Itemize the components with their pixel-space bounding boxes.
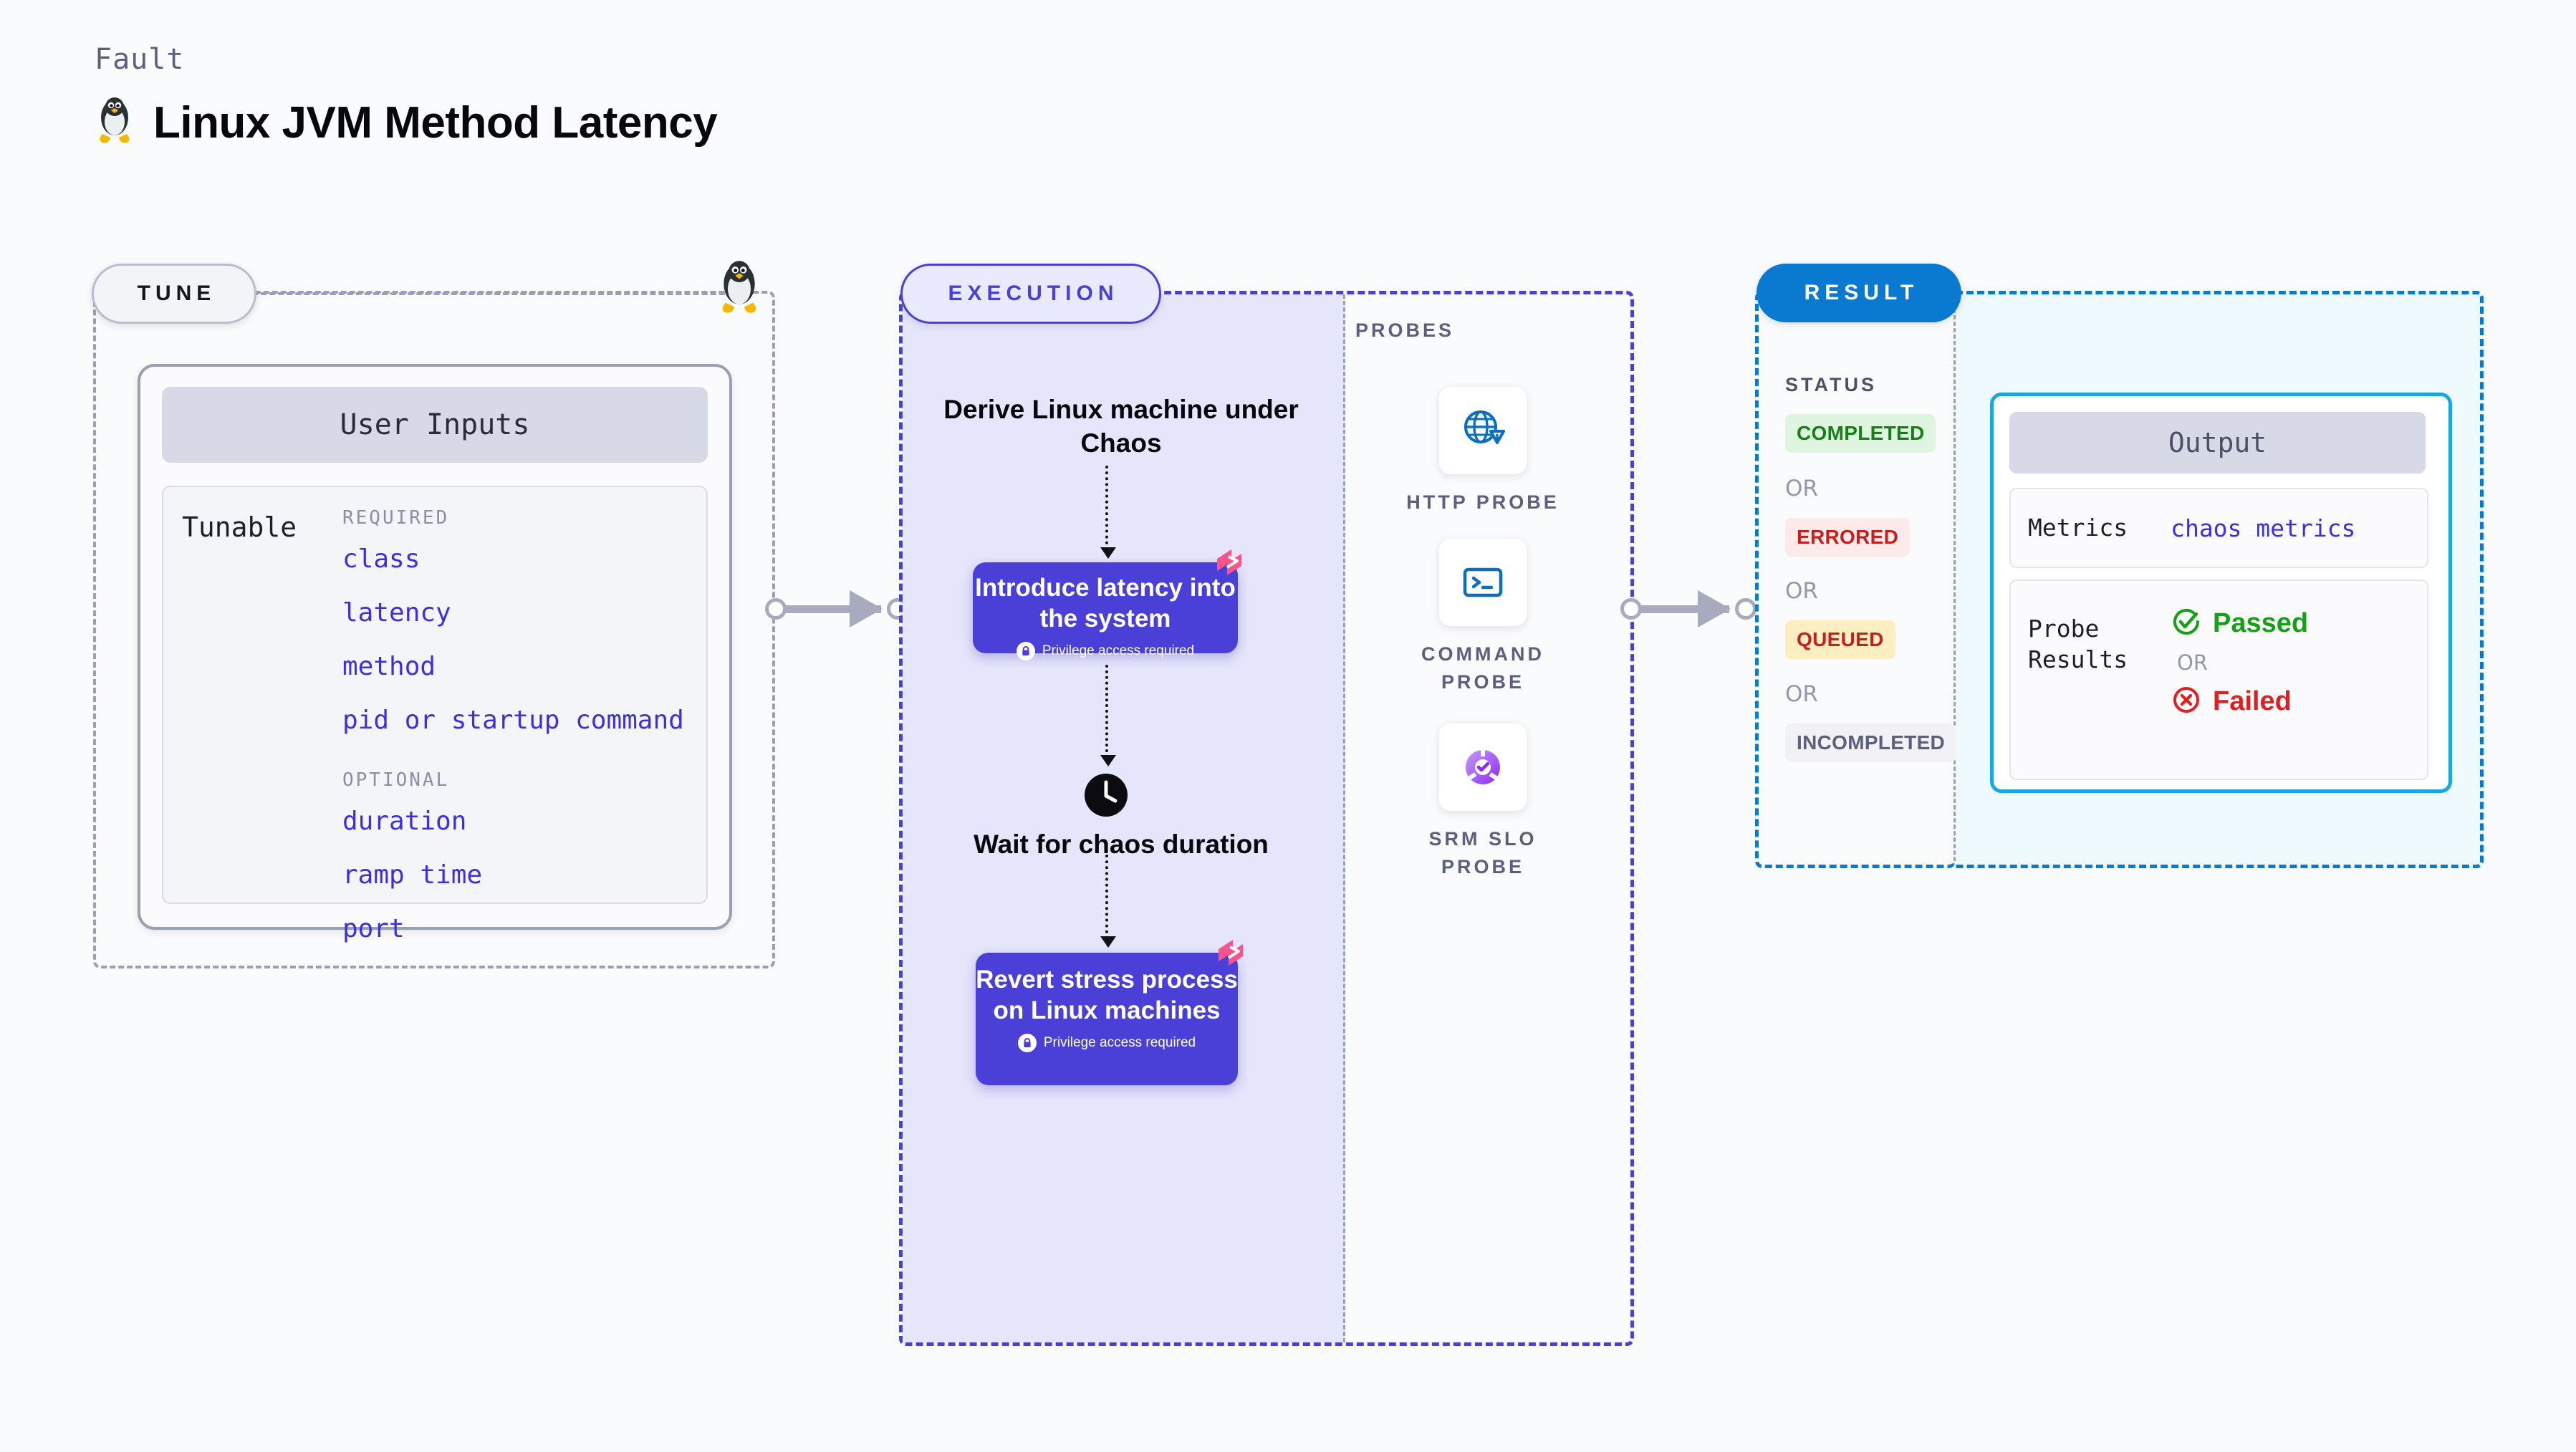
arrowhead-icon xyxy=(1100,936,1116,948)
terminal-icon xyxy=(1439,539,1527,626)
status-or-1: OR xyxy=(1785,476,1818,501)
flow-arrow-1-icon xyxy=(1100,466,1116,559)
output-card: Output Metrics chaos metrics Probe Resul… xyxy=(1990,393,2452,793)
page-header: Fault Linux JVM Method Latency xyxy=(95,43,718,150)
flow-arrow-2-icon xyxy=(1100,665,1116,766)
arrowhead-icon xyxy=(1100,547,1116,559)
tune-tux-connector-line xyxy=(252,292,734,295)
page-title: Linux JVM Method Latency xyxy=(153,98,718,148)
slo-donut-check-icon xyxy=(1439,723,1527,811)
tunable-item-ramp-time[interactable]: ramp time xyxy=(342,860,483,890)
globe-warning-icon xyxy=(1439,387,1527,474)
wait-step-text: Wait for chaos duration xyxy=(974,830,1269,859)
tunable-item-latency[interactable]: latency xyxy=(342,598,451,628)
connector-line xyxy=(775,605,881,613)
tunable-item-port[interactable]: port xyxy=(342,914,405,943)
probe-caption: COMMAND PROBE xyxy=(1421,643,1544,693)
probe-item-command[interactable]: COMMAND PROBE xyxy=(1390,539,1576,696)
lock-icon xyxy=(1016,641,1035,660)
metrics-row: Metrics chaos metrics xyxy=(2009,488,2428,568)
probe-result-passed: Passed xyxy=(2171,607,2308,640)
output-title: Output xyxy=(2009,412,2426,473)
metrics-key: Metrics xyxy=(2028,513,2128,542)
lock-icon xyxy=(1017,1033,1037,1052)
tunable-list: REQUIRED class latency method pid or sta… xyxy=(342,507,684,968)
probe-caption: SRM SLO PROBE xyxy=(1428,828,1537,878)
status-label: STATUS xyxy=(1785,374,1877,395)
title-row: Linux JVM Method Latency xyxy=(95,96,718,150)
tunable-item-pid-or-startup-command[interactable]: pid or startup command xyxy=(342,706,684,735)
user-inputs-card: User Inputs Tunable REQUIRED class laten… xyxy=(138,364,732,943)
fault-kicker: Fault xyxy=(95,43,185,76)
connector-tune-to-execution xyxy=(765,587,908,630)
status-badge-errored: ERRORED xyxy=(1785,518,1911,557)
linux-tux-icon xyxy=(95,96,135,150)
execution-card-revert-stress[interactable]: Revert stress process on Linux machines … xyxy=(976,953,1238,1085)
probes-label: PROBES xyxy=(1355,319,1455,341)
card-title: Introduce latency into the system xyxy=(975,574,1236,633)
status-badge-completed: COMPLETED xyxy=(1785,414,1936,453)
privilege-text: Privilege access required xyxy=(1043,1034,1196,1050)
optional-group-label: OPTIONAL xyxy=(342,769,450,791)
execution-card-introduce-latency[interactable]: Introduce latency into the system Privil… xyxy=(973,562,1238,660)
status-or-2: OR xyxy=(1785,578,1818,604)
probe-result-failed: Failed xyxy=(2171,685,2308,718)
connector-dot-start xyxy=(765,598,787,620)
probe-item-srm-slo[interactable]: SRM SLO PROBE xyxy=(1390,723,1576,881)
privilege-row: Privilege access required xyxy=(973,641,1238,660)
tunable-label: Tunable xyxy=(182,511,297,543)
tune-badge[interactable]: TUNE xyxy=(92,264,256,324)
probe-results-key: Probe Results xyxy=(2028,615,2128,673)
probe-caption: HTTP PROBE xyxy=(1406,491,1559,513)
probe-results-values: Passed OR Failed xyxy=(2171,581,2308,779)
connector-arrowhead-icon xyxy=(850,590,883,628)
connector-line xyxy=(1630,605,1729,613)
status-badge-incompleted: INCOMPLETED xyxy=(1785,723,1957,762)
linux-tux-icon xyxy=(716,259,762,317)
connector-dot-end xyxy=(1735,598,1756,620)
execution-probes-container xyxy=(899,291,1634,1346)
execution-panel xyxy=(903,294,1345,1342)
status-badge-queued: QUEUED xyxy=(1785,620,1895,659)
tunable-box: Tunable REQUIRED class latency method pi… xyxy=(162,486,708,943)
check-circle-icon xyxy=(2171,607,2201,640)
connector-execution-to-result xyxy=(1620,587,1756,630)
arrowhead-icon xyxy=(1100,755,1116,766)
clock-icon xyxy=(1083,772,1129,818)
required-group-label: REQUIRED xyxy=(342,507,450,529)
metrics-value[interactable]: chaos metrics xyxy=(2171,514,2356,542)
derive-step-text: Derive Linux machine under Chaos xyxy=(943,395,1299,458)
privilege-text: Privilege access required xyxy=(1042,643,1195,658)
tunable-item-class[interactable]: class xyxy=(342,544,420,574)
probe-results-row: Probe Results Passed OR xyxy=(2009,580,2428,780)
passed-label: Passed xyxy=(2213,608,2309,638)
connector-dot-start xyxy=(1620,598,1642,620)
harness-logo-icon xyxy=(1213,546,1254,587)
tunable-item-duration[interactable]: duration xyxy=(342,807,467,836)
result-badge[interactable]: RESULT xyxy=(1756,264,1961,322)
harness-logo-icon xyxy=(1214,936,1256,978)
status-or-3: OR xyxy=(1785,681,1818,707)
probe-result-or: OR xyxy=(2177,650,2208,675)
card-title: Revert stress process on Linux machines xyxy=(976,966,1238,1025)
x-circle-icon xyxy=(2171,685,2201,718)
connector-arrowhead-icon xyxy=(1698,590,1731,628)
user-inputs-title: User Inputs xyxy=(162,387,708,463)
probe-item-http[interactable]: HTTP PROBE xyxy=(1390,387,1576,516)
privilege-row: Privilege access required xyxy=(976,1033,1238,1052)
flow-arrow-3-icon xyxy=(1100,855,1116,948)
tunable-item-method[interactable]: method xyxy=(342,652,436,681)
execution-badge[interactable]: EXECUTION xyxy=(900,264,1161,324)
failed-label: Failed xyxy=(2213,686,2292,716)
